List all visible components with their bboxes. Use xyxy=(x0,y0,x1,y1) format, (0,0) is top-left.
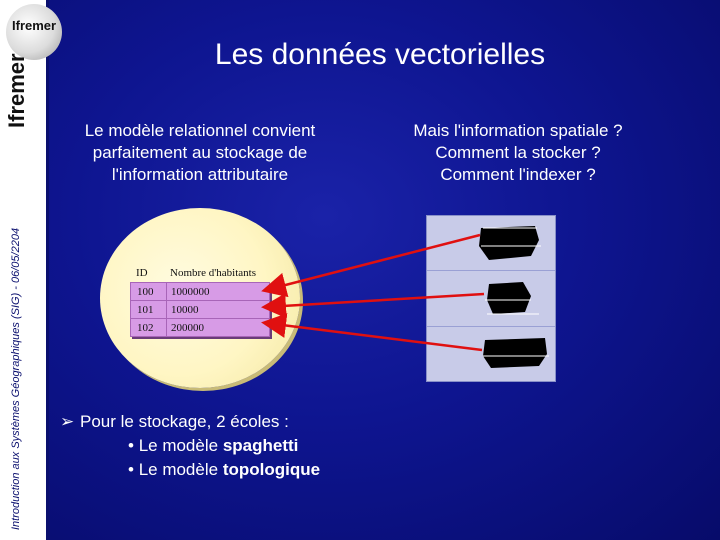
link-arrow-2 xyxy=(261,292,485,319)
sub-bullet-prefix: Le modèle xyxy=(138,436,223,455)
table-cell-population: 1000000 xyxy=(171,285,210,298)
link-arrow-1 xyxy=(261,233,481,298)
sub-bullet-topologique: • Le modèle topologique xyxy=(60,458,320,482)
left-heading-line: l'information attributaire xyxy=(111,165,289,184)
sub-bullet-spaghetti: • Le modèle spaghetti xyxy=(60,434,320,458)
right-heading: Mais l'information spatiale ? Comment la… xyxy=(378,120,658,186)
table-body: 100 1000000 101 10000 102 200000 xyxy=(130,282,270,337)
table-header-id: ID xyxy=(136,267,148,279)
dot-bullet-icon: • xyxy=(128,436,139,455)
attribute-table: ID Nombre d'habitants 100 1000000 101 10… xyxy=(130,264,270,337)
bullet-block: ➢ Pour le stockage, 2 écoles : • Le modèl… xyxy=(60,410,320,482)
table-row: 101 10000 xyxy=(131,300,269,318)
ifremer-logo-globe xyxy=(6,4,62,60)
side-band xyxy=(0,0,46,540)
left-heading-line: Le modèle relationnel convient xyxy=(84,121,316,140)
dot-bullet-icon: • xyxy=(128,460,139,479)
right-heading-line: Comment la stocker ? xyxy=(435,143,601,162)
map-divider xyxy=(427,270,555,271)
side-divider-line xyxy=(46,0,49,540)
table-cell-population: 10000 xyxy=(171,303,199,316)
table-cell-id: 102 xyxy=(131,319,167,336)
left-heading-line: parfaitement au stockage de xyxy=(92,143,308,162)
table-row: 100 1000000 xyxy=(131,283,269,300)
logo-text: Ifremer xyxy=(12,18,57,33)
left-heading: Le modèle relationnel convient parfaitem… xyxy=(55,120,345,186)
table-header: ID Nombre d'habitants xyxy=(130,264,260,282)
map-divider xyxy=(427,326,555,327)
polygon-shape xyxy=(483,338,547,368)
main-bullet-text: Pour le stockage, 2 écoles : xyxy=(80,412,289,431)
main-bullet: ➢ Pour le stockage, 2 écoles : xyxy=(60,410,320,434)
table-header-population: Nombre d'habitants xyxy=(170,267,256,279)
link-arrow-3 xyxy=(261,313,483,352)
map-polygons xyxy=(479,226,549,368)
sub-bullet-bold: spaghetti xyxy=(222,436,299,455)
slide-title: Les données vectorielles xyxy=(214,38,546,71)
table-row: 102 200000 xyxy=(131,318,269,336)
sub-bullet-bold: topologique xyxy=(222,460,321,479)
spatial-map-panel xyxy=(426,215,556,382)
table-cell-id: 101 xyxy=(131,301,167,318)
table-cell-population: 200000 xyxy=(171,321,204,334)
sub-bullet-prefix: Le modèle xyxy=(138,460,223,479)
right-heading-line: Mais l'information spatiale ? xyxy=(413,121,623,140)
polygon-shape xyxy=(479,226,539,260)
table-cell-id: 100 xyxy=(131,283,167,300)
polygon-shape xyxy=(487,282,531,314)
arrow-bullet-icon: ➢ xyxy=(60,412,75,431)
right-heading-line: Comment l'indexer ? xyxy=(440,165,596,184)
